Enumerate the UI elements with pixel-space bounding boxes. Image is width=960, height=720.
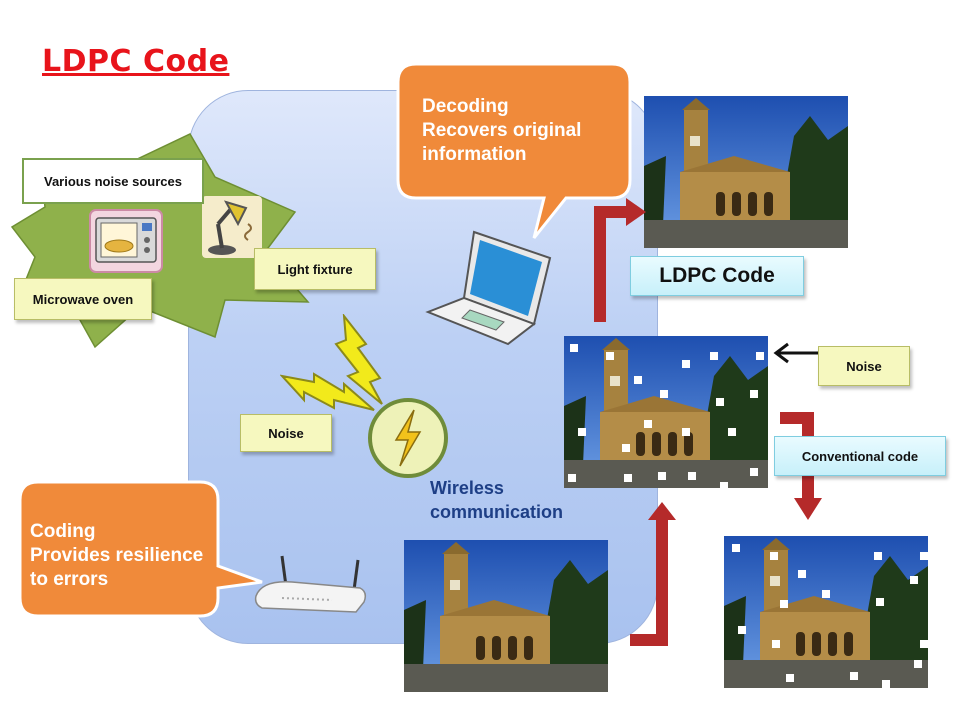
noisy-photo — [564, 336, 768, 490]
noise-arrow — [773, 342, 820, 364]
noise-label-right: Noise — [818, 346, 910, 386]
decoding-bubble-text: Decoding Recovers original information — [422, 96, 582, 165]
original-photo — [404, 540, 608, 692]
noise-label-left: Noise — [240, 414, 332, 452]
light-fixture-label: Light fixture — [254, 248, 376, 290]
desk-lamp-icon — [202, 196, 262, 258]
page-title: LDPC Code — [42, 44, 230, 79]
microwave-oven-icon — [89, 209, 163, 273]
laptop-icon — [425, 230, 552, 346]
wireless-communication-label: Wireless communication — [430, 478, 564, 522]
various-noise-sources-label: Various noise sources — [22, 158, 204, 204]
lightning-bolt-icon — [280, 372, 375, 411]
coding-bubble-shape — [18, 480, 263, 618]
wifi-router-icon — [254, 555, 367, 613]
received-photo-conventional — [724, 536, 930, 690]
conventional-code-label: Conventional code — [774, 436, 946, 476]
received-photo-ldpc — [644, 96, 848, 248]
microwave-oven-label: Microwave oven — [14, 278, 152, 320]
ldpc-decode-arrow — [594, 198, 646, 322]
lightning-bolt-icon — [334, 314, 383, 405]
coding-bubble-text: Coding Provides resilience to errors — [30, 521, 204, 590]
decoding-bubble-shape — [396, 62, 632, 239]
transmit-arrow — [630, 502, 676, 646]
antenna-signal-icon — [368, 398, 448, 478]
ldpc-code-label: LDPC Code — [630, 256, 804, 296]
